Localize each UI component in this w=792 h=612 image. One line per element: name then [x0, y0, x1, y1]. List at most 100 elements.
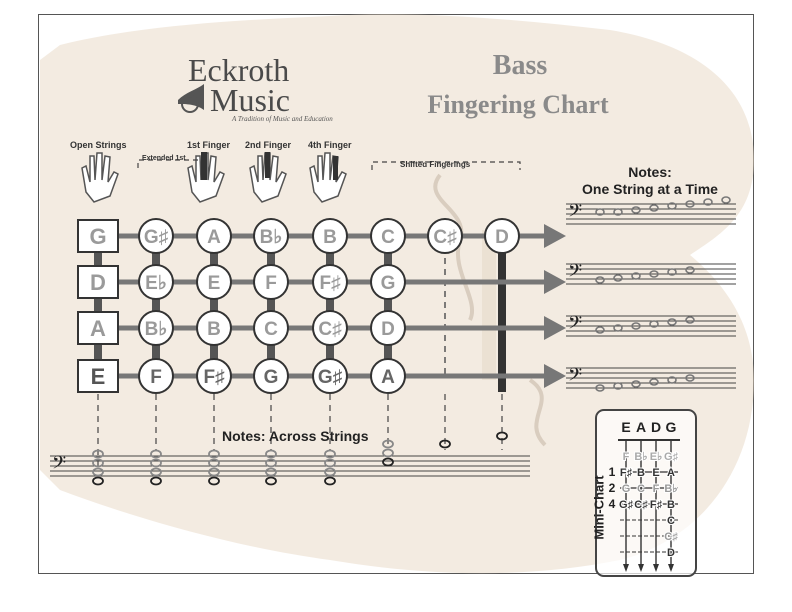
bass-clef-icon: 𝄢 [568, 261, 582, 286]
single-string-staff: 𝄢 [566, 365, 736, 392]
fourth-finger-hand-icon [309, 152, 347, 203]
open-string-box [77, 265, 119, 299]
whole-note [150, 476, 162, 486]
whole-note [265, 467, 277, 477]
second-finger-hand-icon [249, 152, 287, 203]
whole-note [613, 274, 623, 282]
note-circle [138, 310, 174, 346]
finger-position-bar [152, 236, 160, 376]
whole-note [92, 458, 104, 468]
note-circle [138, 264, 174, 300]
mini-chart-note: D [667, 547, 675, 559]
note-circle [196, 264, 232, 300]
whole-note [208, 458, 220, 468]
string-arrow-head [544, 270, 566, 294]
whole-note [613, 324, 623, 332]
note-label: B [207, 319, 221, 340]
whole-note [631, 272, 641, 280]
mini-chart-note: G♯ [664, 451, 679, 463]
whole-note [685, 266, 695, 274]
open-string-label: G [89, 224, 106, 249]
note-circle [370, 310, 406, 346]
whole-note [150, 449, 162, 459]
whole-note [685, 316, 695, 324]
note-circle [138, 358, 174, 394]
note-circle [427, 218, 463, 254]
whole-note [324, 449, 336, 459]
mini-chart-note: E [652, 467, 659, 479]
note-circle [253, 218, 289, 254]
mini-chart-string-label: D [651, 419, 661, 435]
extended-bracket [137, 159, 198, 168]
note-circle [138, 218, 174, 254]
mini-chart-finger-number: 1 [609, 465, 616, 479]
brand-name-line2: Music [210, 82, 290, 118]
whole-note [595, 384, 605, 392]
mini-chart-arrow-icon [668, 564, 674, 572]
whole-note [667, 318, 677, 326]
note-circle [370, 264, 406, 300]
open-string-label: A [90, 316, 106, 341]
note-circle [312, 310, 348, 346]
mini-chart-note: E♭ [650, 451, 663, 463]
bass-clef-icon: 𝄢 [568, 313, 582, 338]
notes-heading-line1: Notes: [628, 164, 672, 180]
single-string-staff: 𝄢 [566, 196, 736, 226]
label-open-strings: Open Strings [70, 140, 127, 150]
label-shifted-fingerings: Shifted Fingerings [400, 160, 471, 169]
whole-note [324, 467, 336, 477]
mini-chart-note: G♯ [619, 499, 634, 511]
note-label: F♯ [319, 273, 340, 294]
note-circle [196, 310, 232, 346]
note-circle [196, 218, 232, 254]
note-circle [312, 358, 348, 394]
whole-note [92, 476, 104, 486]
note-label: A [207, 227, 221, 248]
whole-note [667, 202, 677, 210]
label-1st-finger: 1st Finger [187, 140, 231, 150]
bass-clef-icon: 𝄢 [568, 201, 582, 226]
note-label: D [381, 319, 395, 340]
whole-note [265, 476, 277, 486]
open-string-box [77, 219, 119, 253]
brand-tagline: A Tradition of Music and Education [232, 115, 333, 123]
whole-note [649, 204, 659, 212]
first-finger-hand-icon [187, 152, 225, 203]
whole-note [649, 320, 659, 328]
note-circle [196, 358, 232, 394]
whole-note [265, 449, 277, 459]
label-4th-finger: 4th Finger [308, 140, 352, 150]
whole-note [150, 458, 162, 468]
mini-chart-note: F♯ [650, 499, 663, 511]
note-label: B♭ [145, 319, 168, 340]
whole-note [382, 439, 394, 449]
note-label: F♯ [203, 367, 224, 388]
mini-chart-note: A [667, 467, 675, 479]
bass-clef-icon: 𝄢 [568, 365, 582, 390]
mini-chart-finger-number: 4 [609, 497, 616, 511]
whole-note [685, 374, 695, 382]
mini-chart-string-label: E [621, 419, 630, 435]
note-label: B [323, 227, 337, 248]
notes-heading: Notes: One String at a Time [560, 164, 740, 198]
note-label: G♯ [144, 227, 168, 248]
mini-chart-note: G [622, 483, 631, 495]
note-circle [484, 218, 520, 254]
note-label: G [381, 273, 396, 294]
open-string-label: E [91, 364, 106, 389]
whole-note [649, 378, 659, 386]
string-arrow-head [544, 316, 566, 340]
mini-chart-note: B [667, 499, 675, 511]
note-label: C [264, 319, 278, 340]
whole-note [208, 467, 220, 477]
whole-note [667, 376, 677, 384]
whole-note [382, 457, 394, 467]
whole-note [613, 208, 623, 216]
label-brackets [137, 159, 521, 170]
title-line1: Bass [492, 50, 548, 81]
finger-position-bar [267, 236, 275, 376]
note-circle [312, 218, 348, 254]
note-label: C♯ [318, 319, 341, 340]
